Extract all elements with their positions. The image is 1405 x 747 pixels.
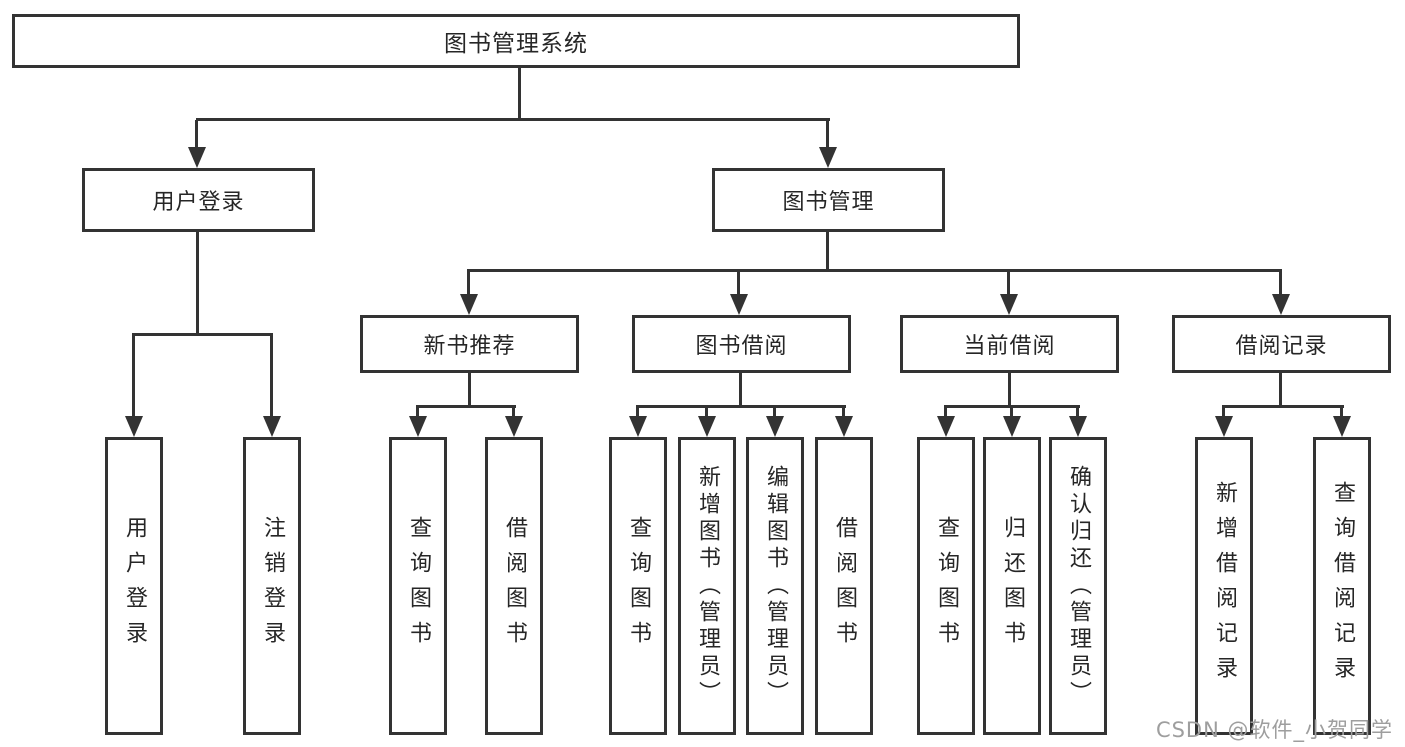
leaf-query-borrow-record: 查询借阅记录 [1313,437,1371,735]
connector-records-branch [1222,405,1344,408]
leaf-edit-books-admin-label: 编辑图书（管理员） [763,464,788,708]
node-user-login-label: 用户登录 [152,190,245,215]
arrow-borrow-edit [773,407,776,416]
node-book-borrow: 图书借阅 [632,315,851,373]
arrow-to-current-borrow [1007,271,1010,294]
node-borrow-records: 借阅记录 [1172,315,1391,373]
leaf-logout: 注销登录 [243,437,301,735]
leaf-edit-books-admin: 编辑图书（管理员） [746,437,804,735]
connector-book-management-branch [467,269,1282,272]
leaf-return-books: 归还图书 [983,437,1041,735]
connector-records-stem [1279,373,1282,407]
connector-root-stem [518,68,521,120]
leaf-current-query-books-label: 查询图书 [934,516,959,656]
leaf-borrow-borrow-books-label: 借阅图书 [832,516,857,656]
leaf-newrec-borrow-books-label: 借阅图书 [502,516,527,656]
connector-borrow-stem [739,373,742,407]
leaf-query-borrow-record-label: 查询借阅记录 [1330,481,1355,691]
leaf-borrow-query-books: 查询图书 [609,437,667,735]
leaf-add-borrow-record: 新增借阅记录 [1195,437,1253,735]
node-new-book-recommend: 新书推荐 [360,315,579,373]
leaf-logout-label: 注销登录 [260,516,285,656]
leaf-add-books-admin-label: 新增图书（管理员） [695,464,720,708]
leaf-user-login: 用户登录 [105,437,163,735]
node-borrow-records-label: 借阅记录 [1235,334,1328,359]
arrow-borrow-borrow [842,407,845,416]
connector-borrow-branch [636,405,846,408]
leaf-newrec-borrow-books: 借阅图书 [485,437,543,735]
arrow-records-query [1340,407,1343,416]
node-user-login: 用户登录 [82,168,315,232]
arrow-to-leaf-logout [270,335,273,416]
leaf-newrec-query-books-label: 查询图书 [406,516,431,656]
leaf-add-books-admin: 新增图书（管理员） [678,437,736,735]
connector-newrec-stem [468,373,471,407]
arrow-to-borrow-records [1279,271,1282,294]
leaf-borrow-borrow-books: 借阅图书 [815,437,873,735]
node-new-book-recommend-label: 新书推荐 [423,334,516,359]
arrow-borrow-query [636,407,639,416]
arrow-current-return [1010,407,1013,416]
arrow-borrow-add [705,407,708,416]
arrow-newrec-borrow [512,407,515,416]
leaf-newrec-query-books: 查询图书 [389,437,447,735]
arrow-to-book-management [826,120,829,147]
arrow-current-query [944,407,947,416]
leaf-return-books-label: 归还图书 [1000,516,1025,656]
arrow-to-leaf-user-login [132,335,135,416]
connector-newrec-branch [416,405,516,408]
node-book-management-label: 图书管理 [782,190,875,215]
connector-user-login-branch [132,333,273,336]
connector-book-management-stem [826,232,829,271]
leaf-borrow-query-books-label: 查询图书 [626,516,651,656]
leaf-add-borrow-record-label: 新增借阅记录 [1212,481,1237,691]
arrow-newrec-query [416,407,419,416]
node-book-borrow-label: 图书借阅 [695,334,788,359]
connector-root-branch [196,118,830,121]
arrow-to-new-book-recommend [467,271,470,294]
connector-current-stem [1008,373,1011,407]
node-root-system: 图书管理系统 [12,14,1020,68]
node-current-borrow: 当前借阅 [900,315,1119,373]
arrow-records-add [1222,407,1225,416]
csdn-watermark: CSDN @软件_小贺同学 [1155,718,1393,742]
arrow-current-confirm [1076,407,1079,416]
node-root-label: 图书管理系统 [444,31,588,57]
leaf-confirm-return-admin-label: 确认归还（管理员） [1066,464,1091,708]
leaf-current-query-books: 查询图书 [917,437,975,735]
leaf-user-login-label: 用户登录 [122,516,147,656]
connector-user-login-stem [196,232,199,335]
node-current-borrow-label: 当前借阅 [963,334,1056,359]
node-book-management: 图书管理 [712,168,945,232]
arrow-to-book-borrow [737,271,740,294]
arrow-to-user-login [195,120,198,147]
leaf-confirm-return-admin: 确认归还（管理员） [1049,437,1107,735]
